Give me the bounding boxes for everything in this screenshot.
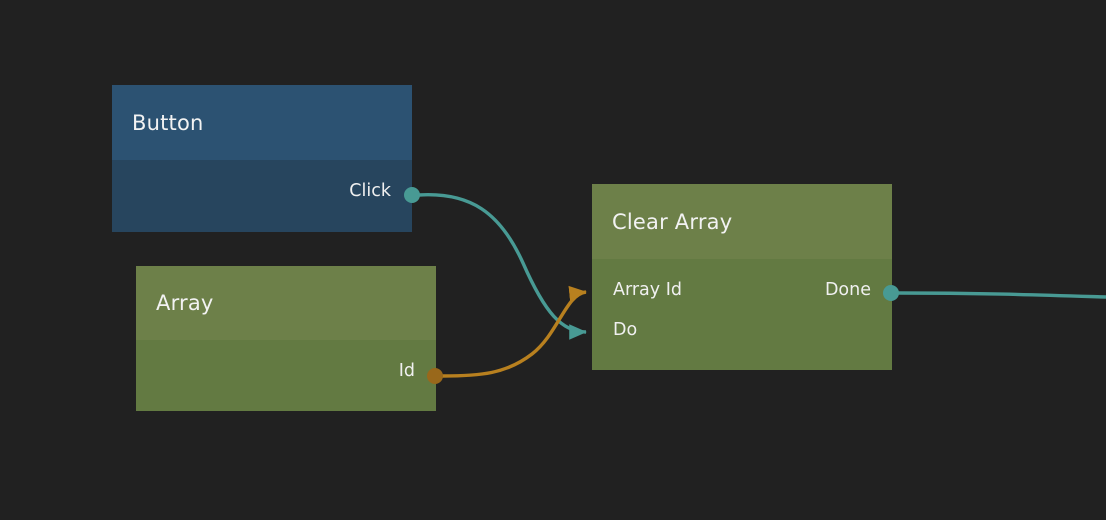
node-array-header[interactable]: Array bbox=[136, 266, 436, 340]
port-dot-array-id[interactable] bbox=[427, 368, 443, 384]
port-dot-button-click[interactable] bbox=[404, 187, 420, 203]
node-button[interactable]: Button Click bbox=[112, 85, 412, 232]
edge-click-to-do bbox=[418, 193, 587, 340]
port-array-id[interactable]: Id bbox=[136, 352, 436, 392]
port-dot-clear-array-done[interactable] bbox=[883, 285, 899, 301]
port-button-click[interactable]: Click bbox=[112, 172, 412, 212]
node-array-body: Id bbox=[136, 340, 436, 411]
port-clear-array-done[interactable]: Done bbox=[592, 271, 892, 311]
node-button-header[interactable]: Button bbox=[112, 85, 412, 160]
port-clear-array-do[interactable]: Do bbox=[592, 311, 892, 351]
node-array-title: Array bbox=[156, 291, 214, 315]
port-clear-array-do-label: Do bbox=[613, 320, 638, 341]
port-button-click-label: Click bbox=[349, 181, 391, 202]
node-button-body: Click bbox=[112, 160, 412, 232]
port-array-id-label: Id bbox=[398, 361, 415, 382]
node-array[interactable]: Array Id bbox=[136, 266, 436, 411]
node-clear-array-header[interactable]: Clear Array bbox=[592, 184, 892, 259]
node-clear-array-body: Array Id Do Done bbox=[592, 259, 892, 370]
edge-id-to-array-id bbox=[441, 285, 587, 378]
port-clear-array-arrayid-label: Array Id bbox=[613, 280, 682, 301]
node-clear-array-title: Clear Array bbox=[612, 209, 733, 234]
node-button-title: Button bbox=[132, 110, 204, 135]
node-clear-array[interactable]: Clear Array Array Id Do Done bbox=[592, 184, 892, 370]
port-clear-array-done-label: Done bbox=[824, 280, 871, 301]
edge-done-outgoing bbox=[897, 291, 1106, 299]
port-clear-array-arrayid[interactable]: Array Id bbox=[592, 271, 892, 311]
